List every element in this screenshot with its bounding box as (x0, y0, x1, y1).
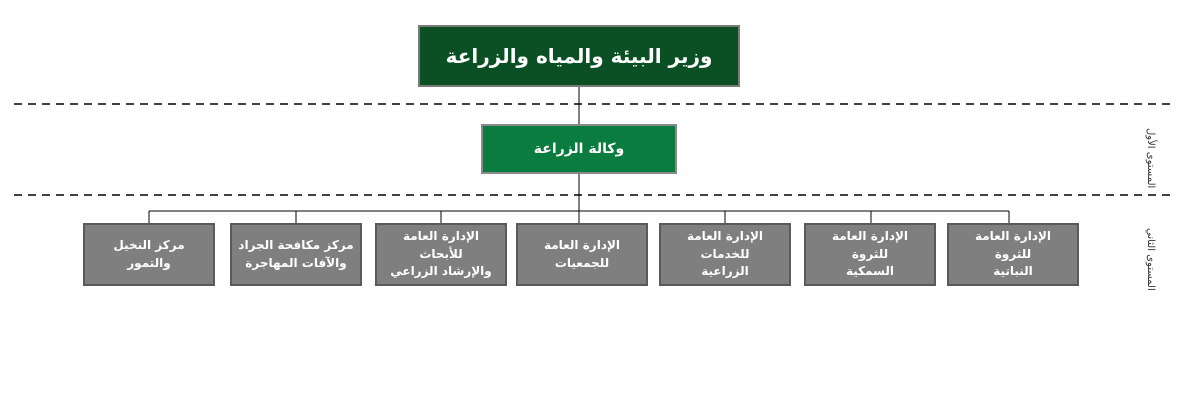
level-label-line: المستوى (1145, 254, 1156, 291)
dept-label-line: الإدارة العامة للأبحاث (402, 229, 480, 261)
dept-label-line: السمكية (845, 264, 895, 279)
dept-box-agricultural-services: الإدارة العامة للخدمات الزراعية (659, 223, 791, 286)
dept-label: الإدارة العامة للثروة النباتية (955, 228, 1071, 280)
dept-label-line: مركز مكافحة الجراد (238, 238, 354, 253)
dept-label-line: الإدارة العامة للثروة (831, 229, 909, 261)
dept-box-palms-dates: مركز النخيل والتمور (83, 223, 215, 286)
dept-label-line: مركز النخيل والتمور (113, 238, 185, 270)
dept-label: مركز مكافحة الجراد والآفات المهاجرة (238, 237, 353, 272)
level-label-line: الأول (1145, 128, 1156, 149)
dept-label-line: الزراعية (701, 264, 749, 279)
level-label-line: المستوى (1145, 151, 1156, 189)
dept-label-line: الإدارة العامة للثروة (974, 229, 1052, 261)
dept-label: الإدارة العامة للثروة السمكية (812, 228, 928, 280)
minister-title: وزير البيئة والمياه والزراعة (445, 43, 713, 68)
level-label-first: المستوى الأول (1145, 128, 1156, 188)
dept-box-plant-wealth: الإدارة العامة للثروة النباتية (947, 223, 1079, 286)
level-label-line: الثاني (1145, 228, 1156, 252)
dept-box-associations: الإدارة العامة للجمعيات (516, 223, 648, 286)
agency-title: وكالة الزراعة (533, 140, 625, 157)
dept-label: الإدارة العامة للخدمات الزراعية (667, 228, 783, 280)
minister-box: وزير البيئة والمياه والزراعة (418, 25, 740, 87)
agency-box: وكالة الزراعة (481, 124, 677, 174)
dept-box-research-extension: الإدارة العامة للأبحاث والإرشاد الزراعي (375, 223, 507, 286)
dept-label: مركز النخيل والتمور (91, 237, 207, 272)
dept-label: الإدارة العامة للأبحاث والإرشاد الزراعي (383, 228, 499, 280)
dept-label-line: الإدارة العامة للجمعيات (543, 238, 621, 270)
dept-label-line: والآفات المهاجرة (245, 255, 347, 270)
dept-label-line: الإدارة العامة للخدمات (686, 229, 764, 261)
level-label-second: المستوى الثاني (1145, 228, 1156, 291)
dept-box-locust-control: مركز مكافحة الجراد والآفات المهاجرة (230, 223, 362, 286)
dept-label-line: النباتية (993, 264, 1033, 279)
dept-label: الإدارة العامة للجمعيات (524, 237, 640, 272)
dept-box-fish-wealth: الإدارة العامة للثروة السمكية (804, 223, 936, 286)
dept-label-line: والإرشاد الزراعي (390, 264, 492, 279)
